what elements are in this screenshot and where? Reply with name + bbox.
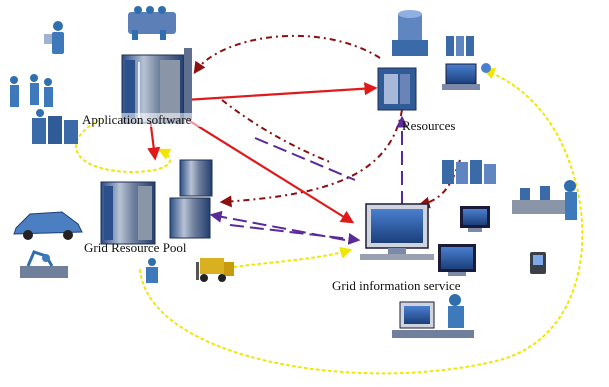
yellow-dotted-links — [75, 67, 584, 375]
yellow-arc-pool-to-gis — [204, 247, 353, 273]
red-arrow-app-to-gis — [179, 114, 355, 224]
purple-links — [209, 115, 408, 245]
yellow-arc-left-loop — [75, 119, 172, 174]
forklift-icon — [196, 258, 234, 282]
pda-icon — [530, 252, 546, 274]
gas-tank-icon — [392, 10, 428, 56]
server-tower-icon — [100, 181, 156, 245]
label-grid-information-service: Grid information service — [332, 278, 461, 293]
label-grid-resource-pool: Grid Resource Pool — [84, 240, 187, 255]
people-group-icon — [128, 6, 176, 40]
operator-icon — [392, 294, 474, 338]
storage-icon — [446, 36, 474, 56]
resources-server-icon — [377, 67, 417, 111]
application-server-icon — [121, 48, 192, 124]
server-rack-icon — [169, 159, 213, 239]
person-icon-top-left — [44, 21, 64, 54]
sensor-group-icon — [442, 160, 496, 184]
grid-resource-pool-servers — [100, 159, 213, 245]
person-icon-bottom — [146, 258, 158, 283]
label-application-software: Application software — [82, 112, 192, 127]
purple-arrow-pool-to-gis — [229, 224, 361, 245]
monitor-icon-small-2 — [438, 244, 476, 276]
robot-arm-icon — [20, 250, 68, 278]
purple-arrow-res-to-gis-diag — [254, 137, 356, 181]
yellow-arc-bottom-loop — [139, 67, 584, 375]
darkred-arc-app-to-gis — [221, 99, 331, 163]
people-standing-icon — [10, 74, 53, 107]
red-arrow-app-to-resources — [184, 82, 378, 102]
conveyor-icon — [512, 180, 577, 220]
car-icon — [13, 211, 83, 240]
darkred-arc-top — [193, 34, 381, 74]
label-bg-app — [96, 113, 216, 127]
cluster-icon-left — [32, 109, 78, 144]
label-resources: Resources — [402, 118, 456, 133]
purple-arrow-gis-to-pool — [209, 210, 346, 241]
darkred-arc-res-to-pool — [219, 109, 403, 208]
workstation-icon-top-right — [442, 63, 491, 90]
gis-main-monitor — [360, 203, 434, 260]
monitor-icon-small-1 — [460, 206, 490, 232]
